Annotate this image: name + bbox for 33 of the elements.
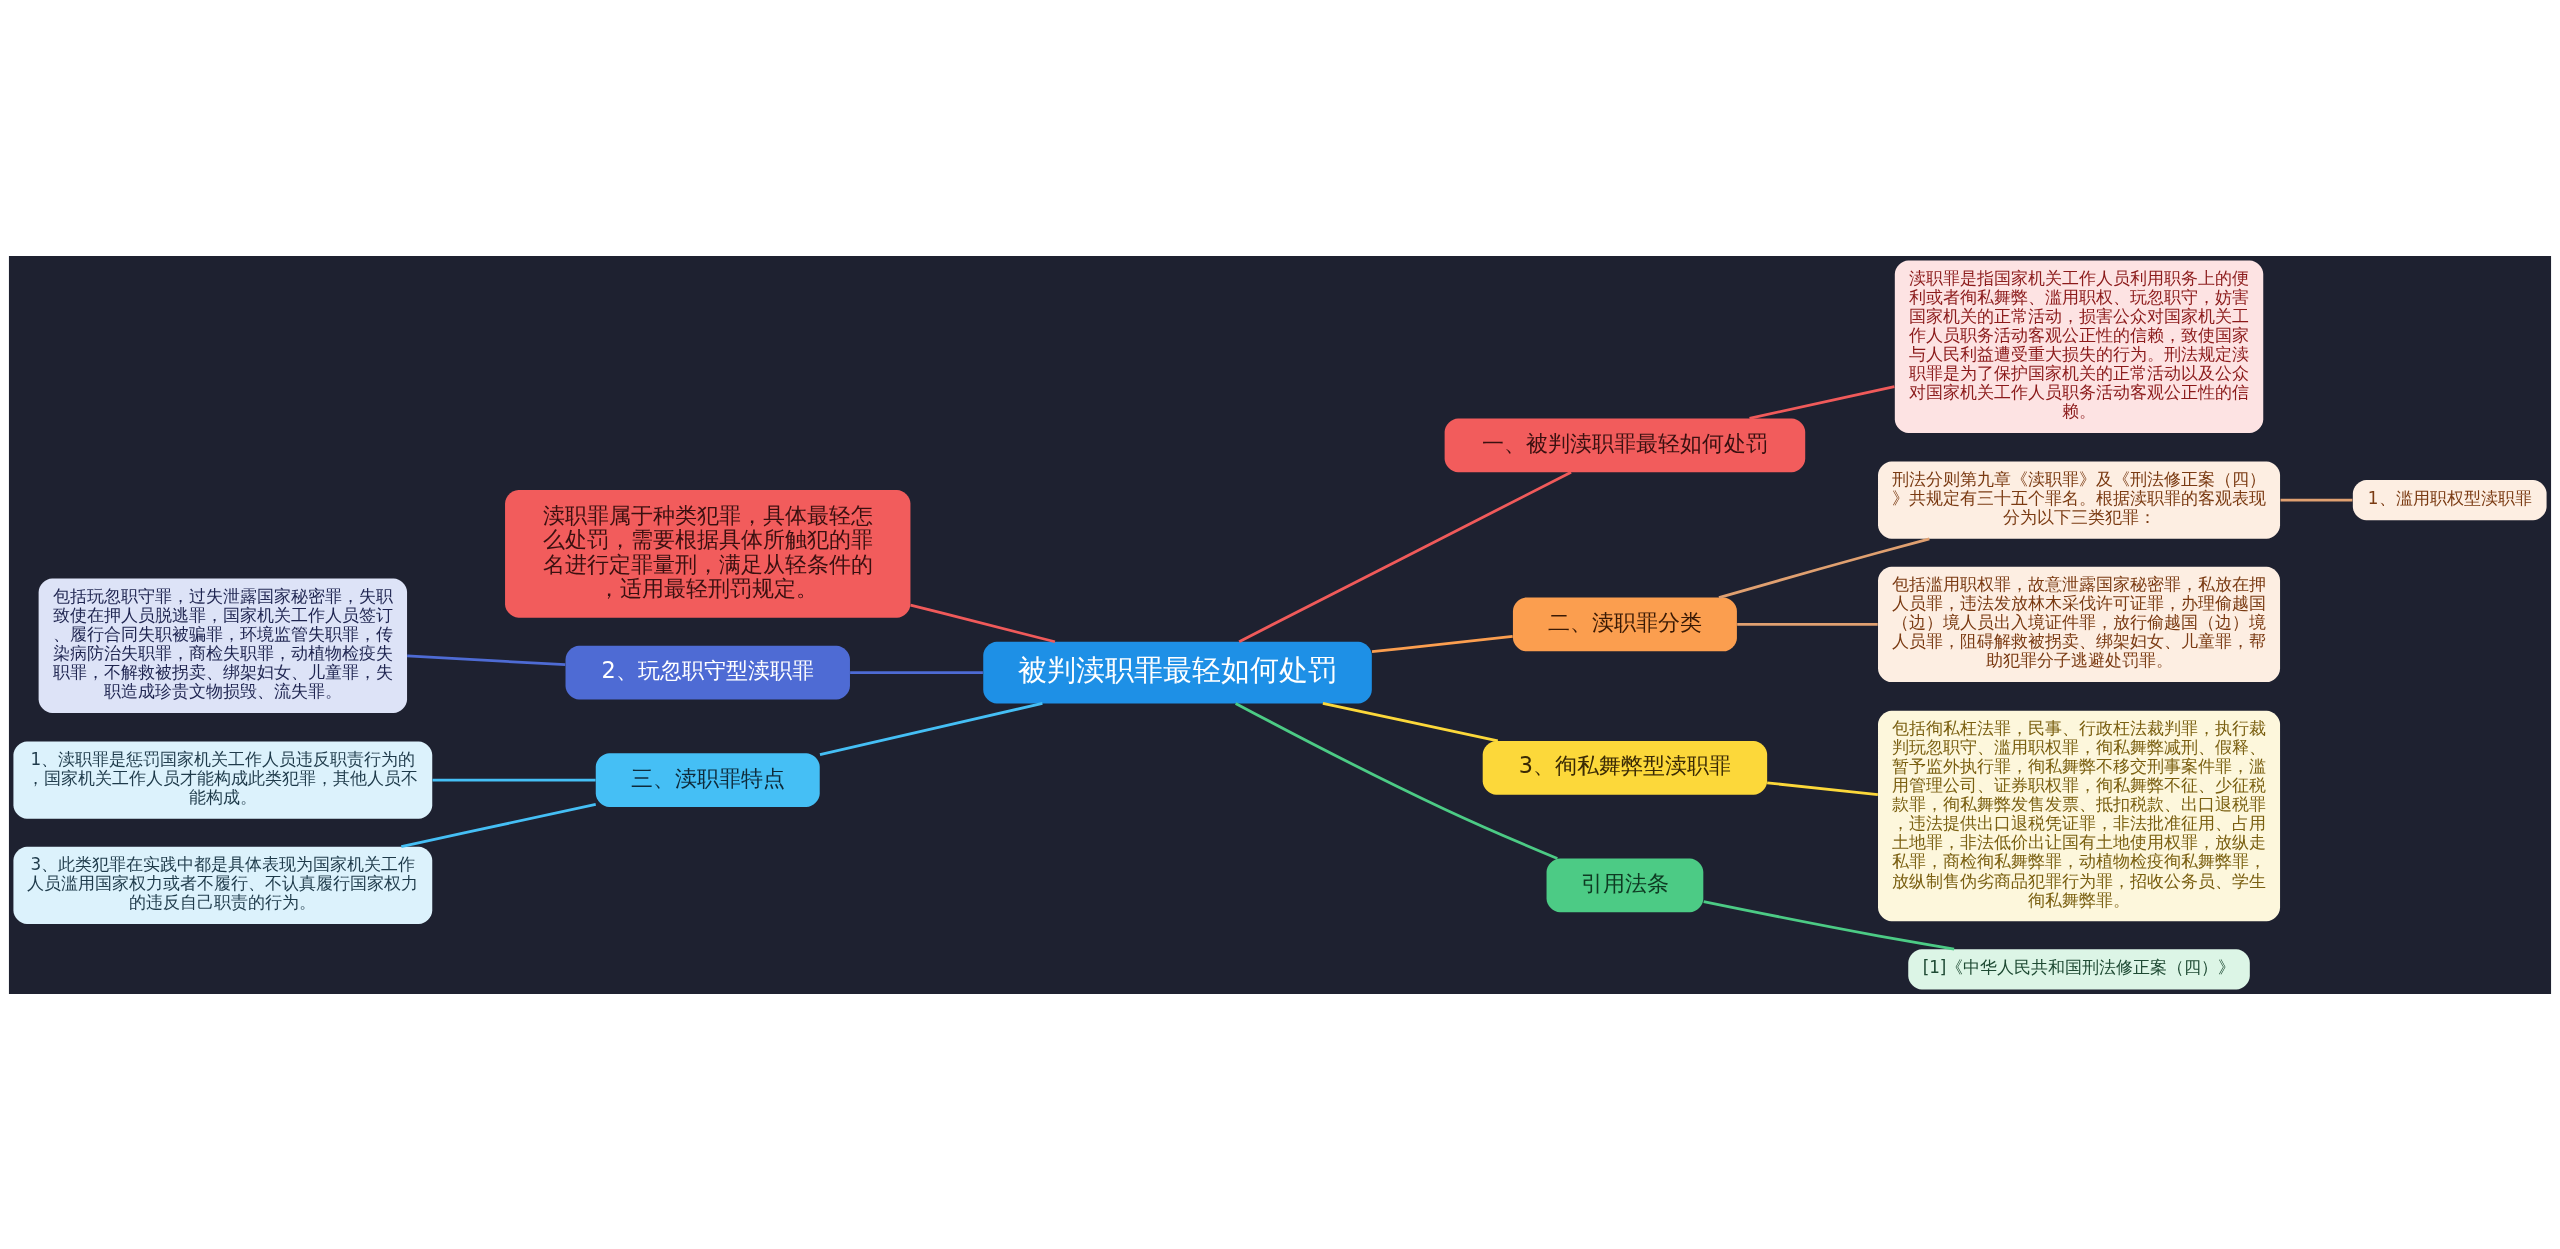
connector <box>1371 634 1513 653</box>
connector <box>910 603 1056 643</box>
connector <box>819 701 1043 756</box>
node-box: 引用法条 <box>1546 858 1704 912</box>
connector <box>401 802 597 848</box>
node-box: 2、玩忽职守型渎职罪 <box>565 645 850 699</box>
connector <box>850 670 983 674</box>
connector <box>1718 537 1930 599</box>
connector <box>1737 622 1878 626</box>
node-box: 1、滥用职权型渎职罪 <box>2352 479 2547 520</box>
node-box: 包括玩忽职守罪，过失泄露国家秘密罪，失职致使在押人员脱逃罪，国家机关工作人员签订、履行合同失职被骗罪，环境监管失职罪，传染病防治失职罪，商检失职罪，动植物检疫失职罪，不解救被拐卖、绑架妇女、儿童罪，失职造成珍贵文物损毁、流失罪。 <box>38 578 408 713</box>
connector <box>1238 470 1572 643</box>
node-box: 一、被判渎职罪最轻如何处罚 <box>1444 417 1806 472</box>
node-box: 3、徇私舞弊型渎职罪 <box>1482 740 1768 795</box>
connector <box>1767 780 1878 796</box>
node-box: 3、此类犯罪在实践中都是具体表现为国家机关工作人员滥用国家权力或者不履行、不认真履行国家权力的违反自己职责的行为。 <box>13 846 433 924</box>
connector <box>1703 899 1955 951</box>
node-box: 渎职罪是指国家机关工作人员利用职务上的便利或者徇私舞弊、滥用职权、玩忽职守，妨害国家机关的正常活动，损害公众对国家机关工作人员职务活动客观公正性的信赖，致使国家与人民利益遭受重大损失的行为。刑法规定渎职罪是为了保护国家机关的正常活动以及公众对国家机关工作人员职务活动客观公正性的信赖。 <box>1894 260 2264 433</box>
connector <box>407 654 566 666</box>
node-box: 被判渎职罪最轻如何处罚 <box>983 641 1372 703</box>
node-box: 1、渎职罪是惩罚国家机关工作人员违反职责行为的，国家机关工作人员才能构成此类犯罪，其他人员不能构成。 <box>13 740 433 819</box>
node-box: 二、渎职罪分类 <box>1512 597 1737 651</box>
node-box: 包括徇私枉法罪，民事、行政枉法裁判罪，执行裁判玩忽职守、滥用职权罪，徇私舞弊减刑、假释、暂予监外执行罪，徇私舞弊不移交刑事案件罪，滥用管理公司、证券职权罪，徇私舞弊不征、少征税款罪，徇私舞弊发售发票、抵扣税款、出口退税罪，违法提供出口退税凭证罪，非法批准征用、占用土地罪，非法低价出让国有土地使用权罪，放纵走私罪，商检徇私舞弊罪，动植物检疫徇私舞弊罪，放纵制售伪劣商品犯罪行为罪，招收公务员、学生徇私舞弊罪。 <box>1878 710 2281 921</box>
node-box: 渎职罪属于种类犯罪，具体最轻怎么处罚，需要根据具体所触犯的罪名进行定罪量刑，满足从轻条件的，适用最轻刑罚规定。 <box>505 489 911 618</box>
connector <box>1322 701 1499 742</box>
connector <box>2280 498 2353 502</box>
node-box: 三、渎职罪特点 <box>595 752 820 807</box>
connector <box>1749 384 1895 420</box>
connector <box>432 778 596 781</box>
node-box: 包括滥用职权罪，故意泄露国家秘密罪，私放在押人员罪，违法发放林木采伐许可证罪，办理偷越国（边）境人员出入境证件罪，放行偷越国（边）境人员罪，阻碍解救被拐卖、绑架妇女、儿童罪，帮助犯罪分子逃避处罚罪。 <box>1878 566 2281 682</box>
node-box: 刑法分则第九章《渎职罪》及《刑法修正案（四）》共规定有三十五个罪名。根据渎职罪的客观表现分为以下三类犯罪： <box>1878 461 2281 539</box>
node-box: [1]《中华人民共和国刑法修正案（四）》 <box>1908 948 2250 989</box>
connector <box>1235 701 1558 860</box>
